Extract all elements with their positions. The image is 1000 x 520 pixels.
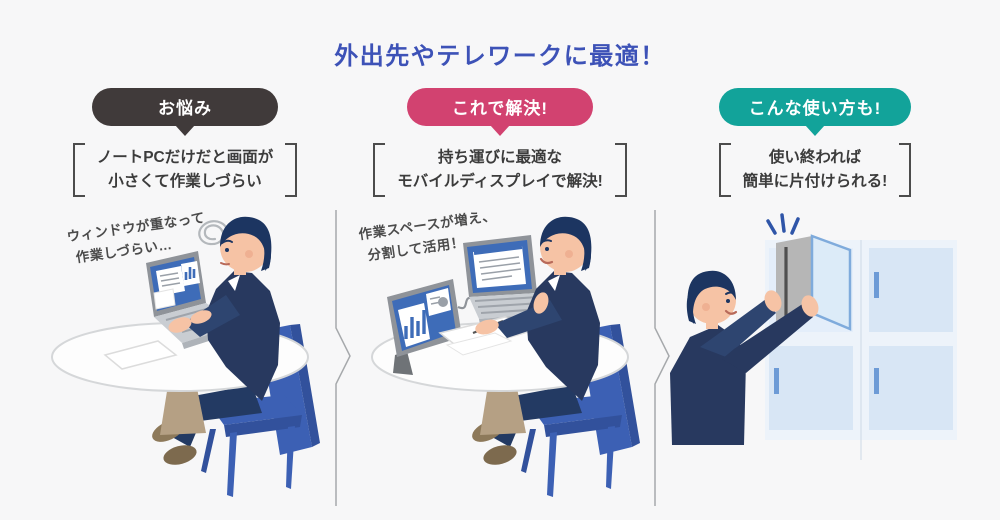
person-storing-display [670,270,819,445]
badge-solution: これで解決! [407,88,593,126]
bracket-left-icon [72,143,85,197]
heading-solution-line2: モバイルディスプレイで解決! [397,173,603,190]
badge-solution-label: これで解決! [451,99,549,118]
scene-man-working-with-mobile-display: 作業スペースが増え、 分割して活用！ [358,207,640,497]
heading-solution: 持ち運びに最適な モバイルディスプレイで解決! [345,143,655,197]
column-solution: これで解決! 持ち運びに最適な モバイルディスプレイで解決! 作業スペースが増え… [345,88,655,505]
badge-problem-label: お悩み [158,99,212,118]
person-arm [722,303,813,373]
person-arm [184,295,240,337]
badge-problem: お悩み [92,88,278,126]
person-worried [168,216,280,401]
hand [764,290,782,312]
badge-extra-use: こんな使い方も! [718,88,912,126]
hand [168,317,192,333]
eyebrow [725,291,735,295]
mobile-display [387,279,475,375]
person-hair [540,216,592,271]
smile-mouth [724,309,738,315]
heading-problem-line2: 小さくて作業しづらい [108,173,262,190]
scene-man-struggling-with-small-laptop-screen: ウィンドウが重なって 作業しづらい… [51,209,320,497]
person-hair [220,216,272,271]
scene1-caption-line1: ウィンドウが重なって [66,209,206,244]
heading-solution-line1: 持ち運びに最適な [437,149,562,166]
badge-extra-use-label: こんな使い方も! [748,99,882,118]
worried-eyebrow [221,239,233,244]
eye [726,299,730,303]
divider-chevron-right-icon [335,210,351,506]
door-handle [874,272,879,298]
eye [225,248,229,252]
person-smiling [475,216,600,401]
column-extra-use: こんな使い方も! 使い終われば 簡単に片付けられる! [660,88,970,505]
divider-chevron-right-icon [654,210,670,506]
window-document [473,246,526,288]
heading-extra-line2: 簡単に片付けられる! [742,173,888,190]
heading-problem-line1: ノートPCだけだと画面が [96,149,274,166]
person-hair [687,270,736,324]
sparkle-icon [766,213,800,235]
heading-extra-use: 使い終われば 簡単に片付けられる! [660,143,970,197]
heading-extra-line1: 使い終われば [768,149,862,166]
person-arm [700,299,776,357]
bracket-right-icon [614,143,627,197]
page-title: 外出先やテレワークに最適！ [334,43,666,70]
door-handle [774,368,779,394]
display-screen [810,234,852,331]
paper-sheet [103,340,178,370]
bracket-left-icon [373,143,386,197]
laptop [463,235,552,325]
scene-man-storing-display-in-cabinet [670,213,957,460]
hand-with-pen [475,319,499,335]
cabinet-door [869,346,953,430]
display-stand [393,351,413,375]
window-plain [153,288,176,310]
frown-mouth [220,262,230,266]
hand [801,295,819,317]
hand [190,310,212,324]
heading-problem: ノートPCだけだと画面が 小さくて作業しづらい [30,143,340,197]
pie-chart-icon [438,297,448,307]
door-handle [874,368,879,394]
eyebrow [541,239,552,243]
smile-mouth [539,257,554,265]
bracket-right-icon [899,143,912,197]
bracket-right-icon [285,143,298,197]
scene2-caption-line1: 作業スペースが増え、 [358,207,497,242]
column-problem: お悩み ノートPCだけだと画面が 小さくて作業しづらい ウィンドウが重なって 作… [30,88,340,505]
cabinet-door [869,248,953,332]
cabinet-door [769,346,853,430]
raised-hand [533,292,549,314]
bracket-left-icon [718,143,731,197]
eye [545,247,549,251]
